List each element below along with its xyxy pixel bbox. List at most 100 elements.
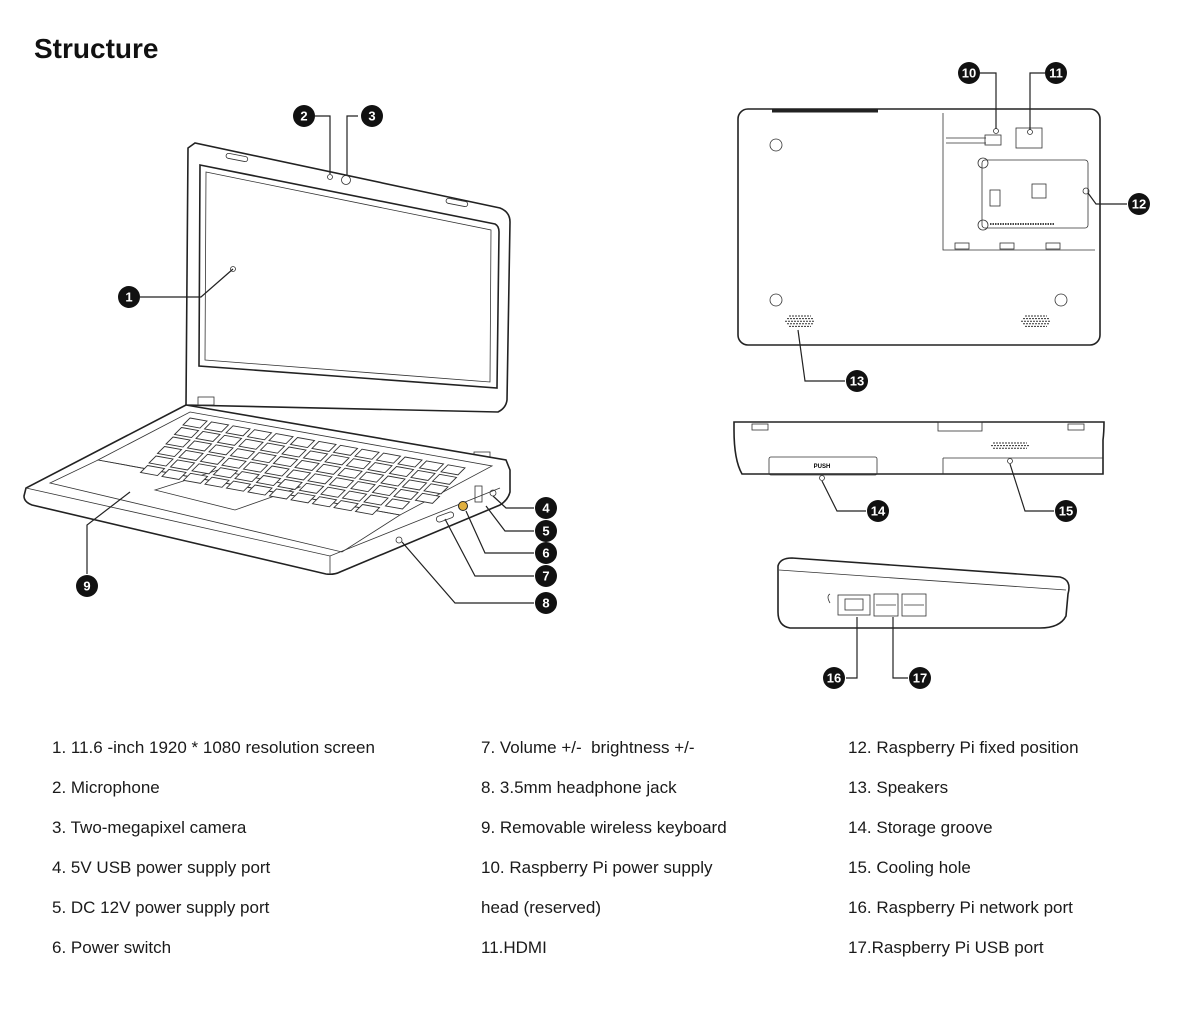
keyboard-key <box>328 477 355 489</box>
keyboard-key <box>173 427 200 439</box>
foot-bottom-right <box>1054 293 1068 307</box>
callout-3: 3 <box>361 105 383 127</box>
cooling-hole-grill <box>991 442 1029 449</box>
speaker-grill-left <box>785 315 815 327</box>
keyboard-key <box>242 461 269 473</box>
leader-lines-bottom <box>797 72 1127 382</box>
legend-item: 15. Cooling hole <box>848 858 971 877</box>
keyboard-key <box>268 433 294 445</box>
keyboard-key <box>431 473 458 485</box>
legend-item: 11.HDMI <box>481 938 547 957</box>
page-title: Structure <box>34 33 159 64</box>
laptop-bottom-view <box>737 108 1101 346</box>
laptop-front-view <box>23 142 511 576</box>
keyboard-key <box>234 471 260 483</box>
keyboard-key <box>259 442 286 454</box>
keyboard-key <box>139 465 166 477</box>
keyboard-key <box>178 449 204 461</box>
legend-item: 16. Raspberry Pi network port <box>848 898 1073 917</box>
keyboard-key <box>341 490 368 502</box>
svg-text:7: 7 <box>542 569 549 584</box>
keyboard-key <box>182 472 209 484</box>
legend-item: 7. Volume +/- brightness +/- <box>481 738 695 757</box>
laptop-front-edge-view: PUSH <box>733 421 1105 476</box>
bezel-slot-right <box>445 197 469 208</box>
keyboard-key <box>216 434 243 446</box>
legend-item: 17.Raspberry Pi USB port <box>848 938 1044 957</box>
legend-item: 6. Power switch <box>52 938 172 957</box>
keyboard-key <box>345 458 372 470</box>
keyboard-key <box>246 429 273 441</box>
callout-11: 11 <box>1045 62 1067 84</box>
ethernet-port <box>837 594 871 616</box>
keyboard-key <box>332 444 359 456</box>
keyboard-key <box>281 446 307 458</box>
microphone-hole <box>327 174 333 180</box>
svg-text:9: 9 <box>83 579 90 594</box>
legend-item: 1. 11.6 -inch 1920 * 1080 resolution scr… <box>52 738 375 757</box>
laptop-screen <box>198 164 500 389</box>
keyboard-key <box>294 459 320 471</box>
keyboard-key <box>388 466 415 478</box>
legend-column-3: 12. Raspberry Pi fixed position 13. Spea… <box>848 738 1079 978</box>
keyboard-key <box>212 467 239 479</box>
legend-item: 13. Speakers <box>848 778 949 797</box>
callout-13: 13 <box>846 370 868 392</box>
keyboard-key <box>165 436 191 448</box>
keyboard-key <box>333 500 359 512</box>
keyboard-key <box>156 446 183 458</box>
keyboard-key <box>169 459 196 471</box>
keyboard-key <box>311 496 338 508</box>
keyboard-key <box>225 480 252 492</box>
keyboard-key <box>204 476 230 488</box>
keyboard-key <box>161 468 187 480</box>
keyboard-key <box>186 440 213 452</box>
keyboard-key <box>393 488 419 500</box>
callout-12: 12 <box>1128 193 1150 215</box>
keyboard-key <box>272 456 299 468</box>
keyboard-key <box>350 481 376 493</box>
svg-text:3: 3 <box>368 109 375 124</box>
keyboard-key <box>358 471 385 483</box>
svg-text:15: 15 <box>1059 504 1073 519</box>
svg-text:2: 2 <box>300 109 307 124</box>
keyboard-key <box>397 456 423 468</box>
keyboard-key <box>182 417 208 429</box>
keyboard-key <box>255 475 282 487</box>
keyboard-key <box>371 485 398 497</box>
callout-1: 1 <box>118 286 140 308</box>
keyboard-key <box>238 438 264 450</box>
callout-4: 4 <box>535 497 557 519</box>
structure-diagram: PUSH 1 2 3 4 5 6 7 8 9 10 11 12 13 14 15… <box>23 62 1150 689</box>
legend-item: 3. Two-megapixel camera <box>52 818 247 837</box>
legend-item: 2. Microphone <box>52 778 160 797</box>
callout-14: 14 <box>867 500 889 522</box>
pi-power-head <box>984 134 1002 146</box>
keyboard-key <box>195 430 221 442</box>
callout-6: 6 <box>535 542 557 564</box>
svg-text:5: 5 <box>542 524 549 539</box>
leader-lines-front <box>819 458 1054 512</box>
keyboard-key <box>380 475 406 487</box>
keyboard-key <box>302 450 329 462</box>
foot-top-left <box>769 138 783 152</box>
keyboard-key <box>320 486 346 498</box>
leader-lines-side <box>846 617 908 679</box>
svg-text:12: 12 <box>1132 197 1146 212</box>
svg-text:10: 10 <box>962 66 976 81</box>
legend-item: 10. Raspberry Pi power supply <box>481 858 713 877</box>
speaker-grill-right <box>1021 315 1051 327</box>
svg-text:4: 4 <box>542 501 550 516</box>
legend-item: 5. DC 12V power supply port <box>52 898 270 917</box>
legend-item: head (reserved) <box>481 898 602 917</box>
svg-text:16: 16 <box>827 671 841 686</box>
hdmi-block <box>1015 127 1043 149</box>
keyboard-key <box>440 464 466 476</box>
legend-item: 14. Storage groove <box>848 818 993 837</box>
hinge-left <box>197 396 215 406</box>
callout-2: 2 <box>293 105 315 127</box>
keyboard-key <box>208 444 234 456</box>
callout-8: 8 <box>535 592 557 614</box>
legend-item: 9. Removable wireless keyboard <box>481 818 727 837</box>
keyboard-key <box>298 482 325 494</box>
